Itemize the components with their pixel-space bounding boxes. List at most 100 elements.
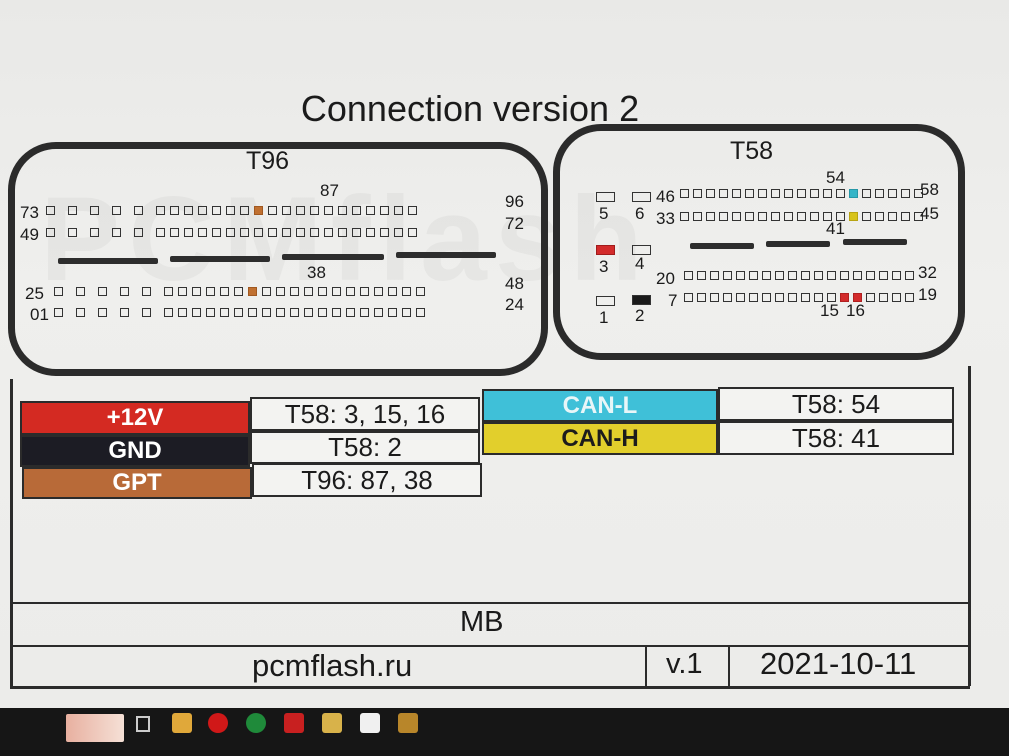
connector-pin [346,287,355,296]
connector-pin [771,189,780,198]
footer-divider [10,602,970,604]
connector-pin [262,287,271,296]
connector-pin [304,308,313,317]
t96-label-49: 49 [20,225,39,244]
connector-pin [360,287,369,296]
t58-label-54: 54 [826,168,845,187]
connector-pin [732,212,741,221]
connector-pin [801,293,810,302]
t58-key-bar [843,239,907,245]
t96-pin-row-49-72 [46,228,422,237]
connector-pin [914,212,923,221]
t58-key-bar [766,241,830,247]
connector-pin [862,212,871,221]
connector-pin [736,271,745,280]
frame-right-border [968,366,971,686]
connector-pin [888,189,897,198]
connector-pin [98,287,107,296]
connector-pin [723,293,732,302]
connector-pin [248,308,257,317]
connector-pin [697,271,706,280]
t58-label-6: 6 [635,204,645,223]
folder-icon[interactable] [172,713,192,733]
flash-icon[interactable] [360,713,380,733]
connector-pin [719,189,728,198]
connector-pin [849,212,858,221]
connector-pin [142,308,151,317]
connector-pin [282,206,291,215]
t58-label-41: 41 [826,219,845,238]
pcmflash-icon[interactable] [398,713,418,733]
connector-pin [380,206,389,215]
t96-label-72: 72 [505,214,524,233]
t58-pin-1 [596,296,615,306]
connector-pin [164,308,173,317]
footer-divider [645,645,647,687]
connector-pin [192,287,201,296]
connector-pin [296,228,305,237]
connector-pin [745,189,754,198]
connector-pin [749,271,758,280]
t58-pin-2 [632,295,651,305]
t58-label-7: 7 [668,291,678,310]
t58-label-2: 2 [635,306,645,325]
connector-pin [771,212,780,221]
connector-pin [90,206,99,215]
t96-key-bar [282,254,384,260]
connector-pin [394,228,403,237]
t96-label-38: 38 [307,263,326,282]
connector-pin [723,271,732,280]
legend-value: T58: 3, 15, 16 [250,397,480,431]
connector-pin [318,308,327,317]
connector-pin [68,228,77,237]
connector-pin [706,189,715,198]
legend-color-canh: CAN-H [482,422,718,455]
connector-pin [788,271,797,280]
connector-pin [801,271,810,280]
connector-pin [156,228,165,237]
connector-pin [46,206,55,215]
connector-pin [719,212,728,221]
start-thumbnail[interactable] [66,714,124,742]
opera-icon[interactable] [208,713,228,733]
connector-pin [226,206,235,215]
connector-pin [206,308,215,317]
notes-icon[interactable] [322,713,342,733]
task-view-icon[interactable] [136,716,150,732]
connector-pin [282,228,291,237]
connector-pin [184,228,193,237]
legend-color-gpt: GPT [22,467,252,499]
connector-pin [212,228,221,237]
connector-pin [758,189,767,198]
t96-label-48: 48 [505,274,524,293]
connector-pin [823,189,832,198]
t58-label-3: 3 [599,257,609,276]
connector-pin [352,206,361,215]
connector-pin [892,293,901,302]
connector-pin [112,228,121,237]
connector-pin [352,228,361,237]
legend-value: T58: 2 [250,431,480,464]
t96-title: T96 [246,147,290,175]
connector-pin [90,228,99,237]
legend-value: T96: 87, 38 [252,463,482,497]
connector-pin [775,293,784,302]
t96-label-87: 87 [320,181,339,200]
pdf-icon[interactable] [284,713,304,733]
connector-pin [875,189,884,198]
frame-left-border [10,379,13,689]
t96-key-bar [170,256,270,262]
connector-pin [220,308,229,317]
t58-label-19: 19 [918,285,937,304]
t58-pin-6 [632,192,651,202]
connector-pin [324,206,333,215]
t58-key-bar [690,243,754,249]
connector-pin [836,212,845,221]
connector-pin [324,228,333,237]
connector-pin [823,212,832,221]
connector-pin [254,228,263,237]
connector-pin [784,212,793,221]
fan-icon[interactable] [246,713,266,733]
t96-key-bar [58,258,158,264]
connector-pin [120,308,129,317]
